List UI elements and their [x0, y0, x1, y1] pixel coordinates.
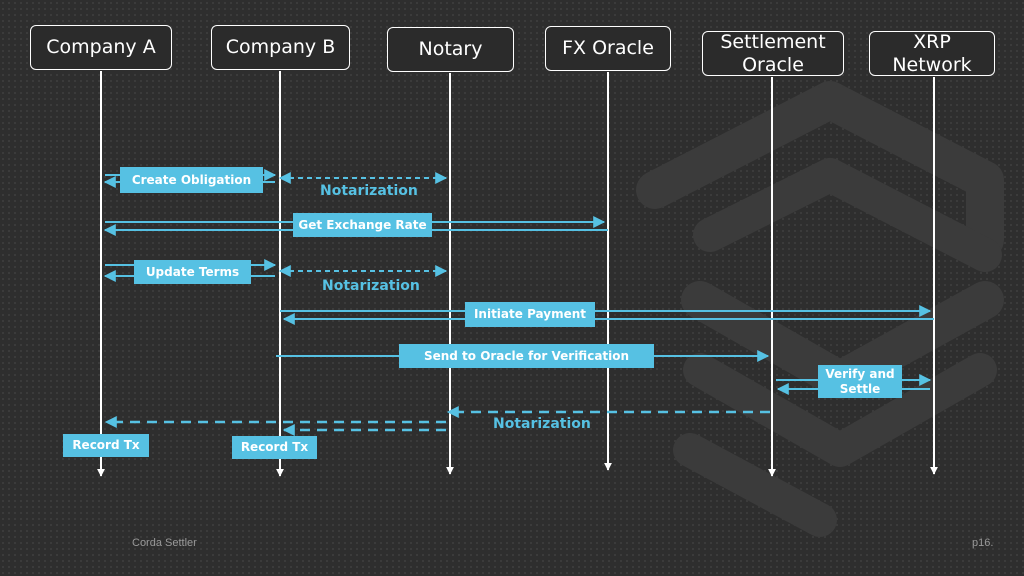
participant-settlement-oracle: Settlement Oracle	[702, 31, 844, 76]
participant-notary: Notary	[387, 27, 514, 72]
label-update-terms: Update Terms	[134, 260, 251, 284]
label-create-obligation: Create Obligation	[120, 167, 263, 193]
label-get-exchange-rate: Get Exchange Rate	[293, 213, 432, 237]
participant-xrp-network: XRP Network	[869, 31, 995, 76]
label-notarization-3: Notarization	[493, 416, 591, 432]
label-verify-and-settle: Verify and Settle	[818, 365, 902, 398]
participant-company-a: Company A	[30, 25, 172, 70]
label-notarization-1: Notarization	[320, 183, 418, 199]
page-number: p16.	[972, 537, 994, 549]
label-initiate-payment: Initiate Payment	[465, 302, 595, 327]
participant-company-b: Company B	[211, 25, 350, 70]
label-record-tx-a: Record Tx	[63, 434, 149, 457]
label-record-tx-b: Record Tx	[232, 436, 317, 459]
label-notarization-2: Notarization	[322, 278, 420, 294]
participant-fx-oracle: FX Oracle	[545, 26, 671, 71]
label-send-to-oracle: Send to Oracle for Verification	[399, 344, 654, 368]
footer-title: Corda Settler	[132, 537, 197, 549]
